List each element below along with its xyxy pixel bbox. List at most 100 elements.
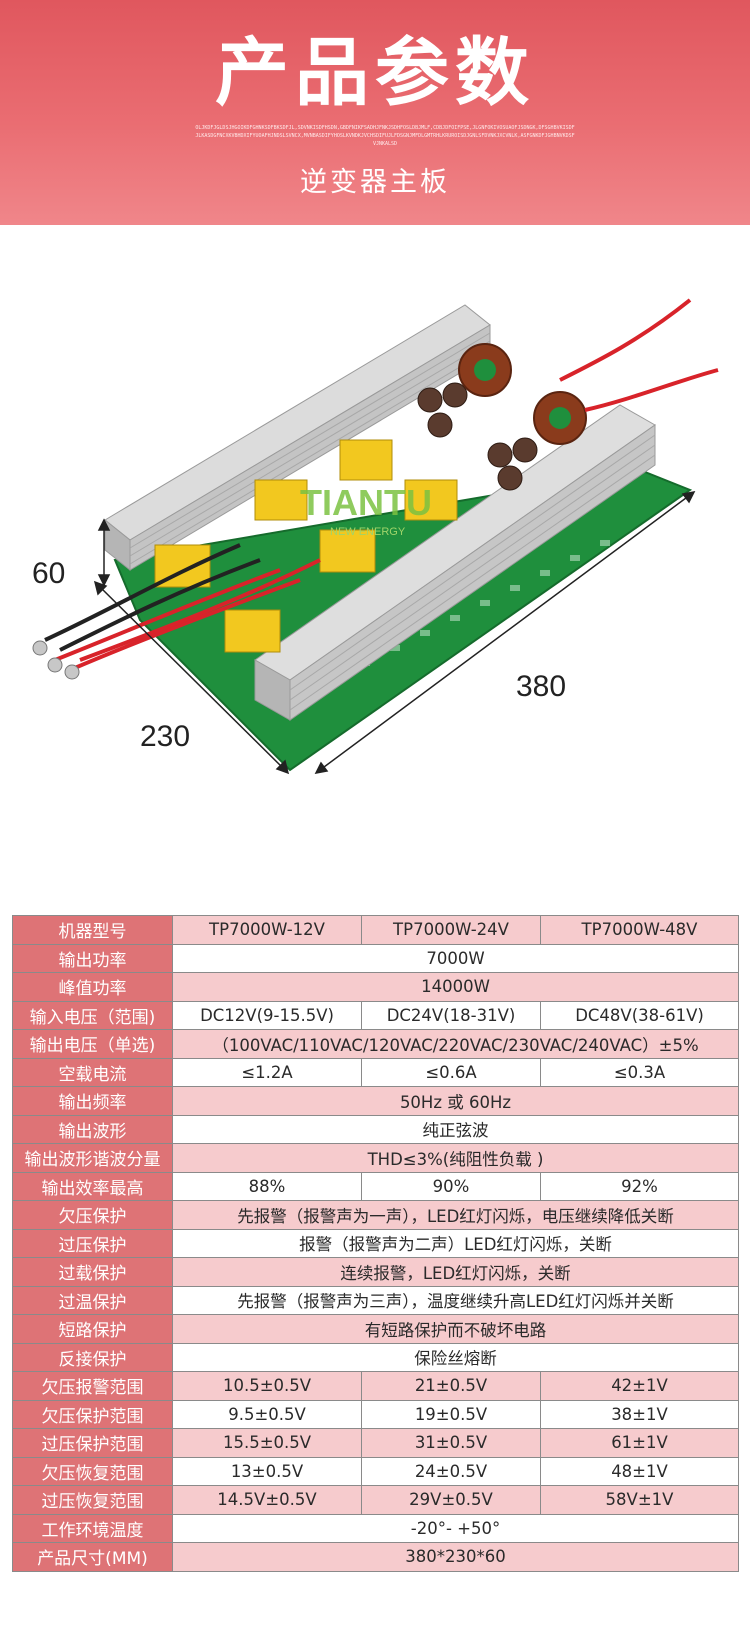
spec-row: 工作环境温度-20°- +50° [12, 1513, 739, 1543]
spec-row: 输入电压（范围)DC12V(9-15.5V)DC24V(18-31V)DC48V… [12, 1000, 739, 1030]
spec-value: 有短路保护而不破坏电路 [172, 1314, 739, 1344]
spec-label: 欠压保护范围 [12, 1399, 173, 1429]
dimension-lines [93, 490, 696, 775]
spec-label: 机器型号 [12, 915, 173, 945]
spec-row: 输出波形纯正弦波 [12, 1114, 739, 1144]
spec-value: 88% [172, 1171, 362, 1201]
dimension-width-label: 380 [516, 670, 567, 703]
spec-value: -20°- +50° [172, 1513, 739, 1543]
spec-table-body: 机器型号 TP7000W-12V TP7000W-24V TP7000W-48V… [12, 915, 739, 1572]
spec-label: 过温保护 [12, 1285, 173, 1315]
spec-value: 7000W [172, 943, 739, 973]
spec-value: 报警（报警声为二声）LED红灯闪烁，关断 [172, 1228, 739, 1258]
dimension-depth-label: 230 [140, 720, 191, 753]
spec-label: 输出波形谐波分量 [12, 1143, 173, 1173]
spec-label: 空载电流 [12, 1057, 173, 1087]
spec-value: 48±1V [540, 1456, 739, 1486]
spec-row: 短路保护有短路保护而不破坏电路 [12, 1314, 739, 1344]
spec-row: 反接保护保险丝熔断 [12, 1342, 739, 1372]
spec-header-row: 机器型号 TP7000W-12V TP7000W-24V TP7000W-48V [12, 915, 739, 945]
spec-row: 过载保护连续报警，LED红灯闪烁，关断 [12, 1257, 739, 1287]
spec-value: 61±1V [540, 1428, 739, 1458]
spec-value: 14.5V±0.5V [172, 1485, 362, 1515]
spec-value: 9.5±0.5V [172, 1399, 362, 1429]
front-heatsink [254, 404, 656, 721]
spec-value: 92% [540, 1171, 739, 1201]
spec-value: 连续报警，LED红灯闪烁，关断 [172, 1257, 739, 1287]
spec-value: 58V±1V [540, 1485, 739, 1515]
spec-row: 过压保护报警（报警声为二声）LED红灯闪烁，关断 [12, 1228, 739, 1258]
brand-logo: TIANTU [300, 482, 432, 523]
input-cable-bundle [44, 543, 321, 672]
model-24v: TP7000W-24V [361, 915, 541, 945]
spec-value: THD≤3%(纯阻性负载 ) [172, 1143, 739, 1173]
back-heatsink [104, 304, 491, 572]
spec-label: 产品尺寸(MM) [12, 1542, 173, 1572]
spec-value: 19±0.5V [361, 1399, 541, 1429]
spec-value: 先报警（报警声为三声），温度继续升高LED红灯闪烁并关断 [172, 1285, 739, 1315]
spec-label: 输出频率 [12, 1086, 173, 1116]
spec-value: 42±1V [540, 1371, 739, 1401]
spec-label: 输出波形 [12, 1114, 173, 1144]
spec-value: ≤1.2A [172, 1057, 362, 1087]
spec-label: 输出功率 [12, 943, 173, 973]
capacitors [417, 382, 538, 491]
spec-row: 过温保护先报警（报警声为三声），温度继续升高LED红灯闪烁并关断 [12, 1285, 739, 1315]
spec-label: 过压保护 [12, 1228, 173, 1258]
spec-value: DC24V(18-31V) [361, 1000, 541, 1030]
spec-label: 工作环境温度 [12, 1513, 173, 1543]
spec-value: ≤0.6A [361, 1057, 541, 1087]
spec-value: 29V±0.5V [361, 1485, 541, 1515]
spec-label: 过压保护范围 [12, 1428, 173, 1458]
spec-value: 14000W [172, 972, 739, 1002]
spec-label: 输出电压（单选) [12, 1029, 173, 1059]
dimension-height-label: 60 [32, 557, 66, 590]
spec-value: 21±0.5V [361, 1371, 541, 1401]
toroid-inductors [458, 343, 587, 445]
spec-row: 产品尺寸(MM)380*230*60 [12, 1542, 739, 1572]
product-image: TIANTU NEW ENERGY [32, 298, 719, 775]
spec-value: 15.5±0.5V [172, 1428, 362, 1458]
product-subtitle: 逆变器主板 [300, 167, 450, 198]
output-wires [559, 298, 719, 412]
ring-terminals [32, 640, 80, 680]
spec-value: 380*230*60 [172, 1542, 739, 1572]
spec-label: 欠压保护 [12, 1200, 173, 1230]
model-12v: TP7000W-12V [172, 915, 362, 945]
spec-label: 过压恢复范围 [12, 1485, 173, 1515]
brand-tagline: NEW ENERGY [330, 526, 406, 538]
spec-row: 输出电压（单选)（100VAC/110VAC/120VAC/220VAC/230… [12, 1029, 739, 1059]
spec-value: 13±0.5V [172, 1456, 362, 1486]
spec-value: 90% [361, 1171, 541, 1201]
spec-label: 峰值功率 [12, 972, 173, 1002]
spec-value: （100VAC/110VAC/120VAC/220VAC/230VAC/240V… [172, 1029, 739, 1059]
spec-value: 31±0.5V [361, 1428, 541, 1458]
spec-value: 24±0.5V [361, 1456, 541, 1486]
spec-value: 38±1V [540, 1399, 739, 1429]
spec-row: 空载电流≤1.2A≤0.6A≤0.3A [12, 1057, 739, 1087]
header-banner: 产品参数 OLJKDFJGLDSJHGOIKDFGHNKSDFBKSDFJL,S… [0, 0, 750, 225]
spec-label: 输出效率最高 [12, 1171, 173, 1201]
spec-value: 保险丝熔断 [172, 1342, 739, 1372]
page-title: 产品参数 [215, 30, 535, 116]
spec-table: 机器型号 TP7000W-12V TP7000W-24V TP7000W-48V… [12, 915, 739, 1572]
spec-label: 欠压报警范围 [12, 1371, 173, 1401]
spec-label: 欠压恢复范围 [12, 1456, 173, 1486]
spec-value: 纯正弦波 [172, 1114, 739, 1144]
model-48v: TP7000W-48V [540, 915, 739, 945]
spec-label: 输入电压（范围) [12, 1000, 173, 1030]
decorative-fine-print: OLJKDFJGLDSJHGOIKDFGHNKSDFBKSDFJL,SDVNKI… [195, 125, 575, 147]
spec-label: 反接保护 [12, 1342, 173, 1372]
transformers [154, 439, 458, 653]
spec-row: 欠压保护先报警（报警声为一声），LED红灯闪烁，电压继续降低关断 [12, 1200, 739, 1230]
